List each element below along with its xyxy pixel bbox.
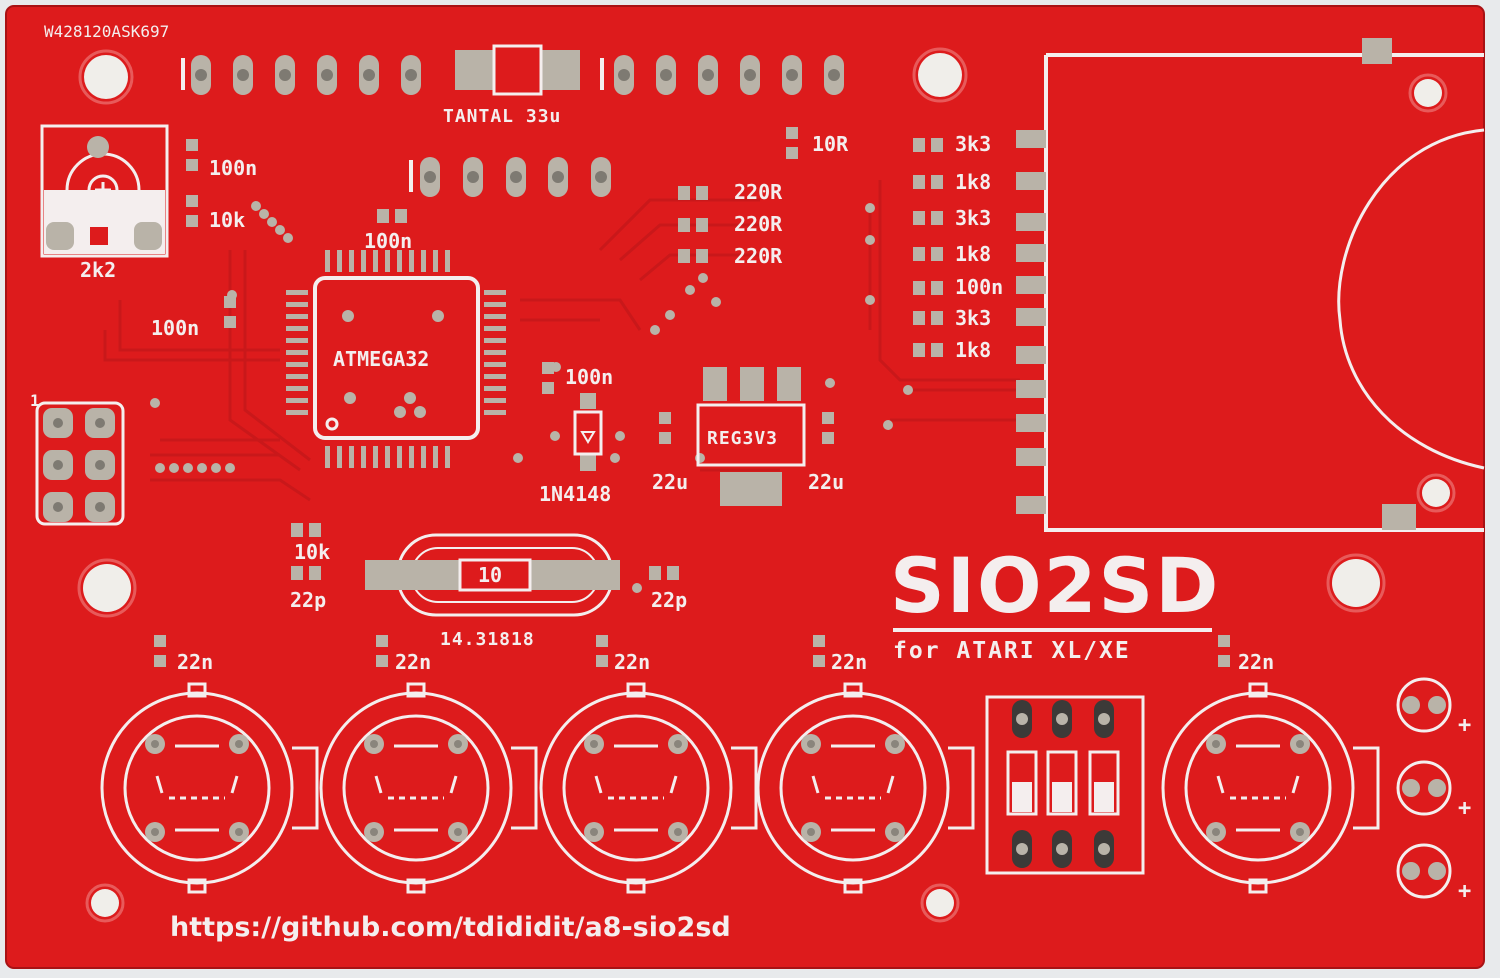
led-2-plus-icon: +	[1458, 796, 1472, 821]
c22u-label-right: 22u	[808, 470, 845, 494]
r220-label-2: 220R	[734, 212, 783, 236]
crystal-oscillator	[365, 533, 620, 617]
r220-label-3: 220R	[734, 244, 783, 268]
r1k8-label-1: 1k8	[955, 170, 992, 194]
sd-card-socket	[1016, 38, 1485, 532]
serial-number: W428120ASK697	[44, 22, 170, 41]
header-pins-middle	[409, 157, 611, 197]
mcu-label: ATMEGA32	[333, 347, 430, 371]
c22n-label-1: 22n	[177, 650, 214, 674]
r3k3-label-1: 3k3	[955, 132, 992, 156]
dip-switch	[985, 695, 1145, 875]
board-subtitle: for ATARI XL/XE	[893, 638, 1131, 664]
c22n-label-5: 22n	[1238, 650, 1275, 674]
r220-label-1: 220R	[734, 180, 783, 204]
voltage-regulator	[696, 367, 806, 506]
r10-label: 10R	[812, 132, 849, 156]
c100n-label-sd: 100n	[955, 275, 1004, 299]
copper-traces	[103, 180, 1020, 502]
crystal-label: 14.31818	[440, 629, 535, 650]
trimmer-pot	[40, 124, 169, 258]
tantal-capacitor	[455, 44, 580, 96]
header-pins-right	[600, 55, 844, 95]
regulator-label: REG3V3	[707, 428, 779, 449]
project-url: https://github.com/tdididit/a8-sio2sd	[170, 912, 731, 943]
c100n-label-a: 100n	[209, 156, 258, 180]
r10k-label-b: 10k	[294, 540, 331, 564]
c22n-label-2: 22n	[395, 650, 432, 674]
atmega32-chip	[286, 250, 506, 468]
diode-label: 1N4148	[539, 482, 612, 506]
r3k3-label-2: 3k3	[955, 206, 992, 230]
c100n-label-c: 100n	[151, 316, 200, 340]
c22p-label-left: 22p	[290, 588, 327, 612]
tantal-label: TANTAL 33u	[443, 106, 562, 127]
pin1-marker: 1	[30, 391, 40, 410]
c22p-label-right: 22p	[651, 588, 688, 612]
c22u-label-left: 22u	[652, 470, 689, 494]
crystal-body-mark: 10	[478, 563, 503, 587]
mounting-hole-icon	[77, 47, 1456, 923]
board-title: SIO2SD	[890, 541, 1221, 630]
r10k-label-a: 10k	[209, 208, 246, 232]
led-1-plus-icon: +	[1458, 713, 1472, 738]
r1k8-label-2: 1k8	[955, 242, 992, 266]
led-3-plus-icon: +	[1458, 879, 1472, 904]
r1k8-label-3: 1k8	[955, 338, 992, 362]
c22n-label-3: 22n	[614, 650, 651, 674]
diode-1n4148	[573, 393, 603, 471]
r3k3-label-3: 3k3	[955, 306, 992, 330]
c22n-label-4: 22n	[831, 650, 868, 674]
c100n-label-d: 100n	[565, 365, 614, 389]
header-pins-left	[181, 55, 421, 95]
isp-header	[35, 401, 125, 526]
pot-label: 2k2	[80, 258, 117, 282]
c100n-label-b: 100n	[364, 229, 413, 253]
